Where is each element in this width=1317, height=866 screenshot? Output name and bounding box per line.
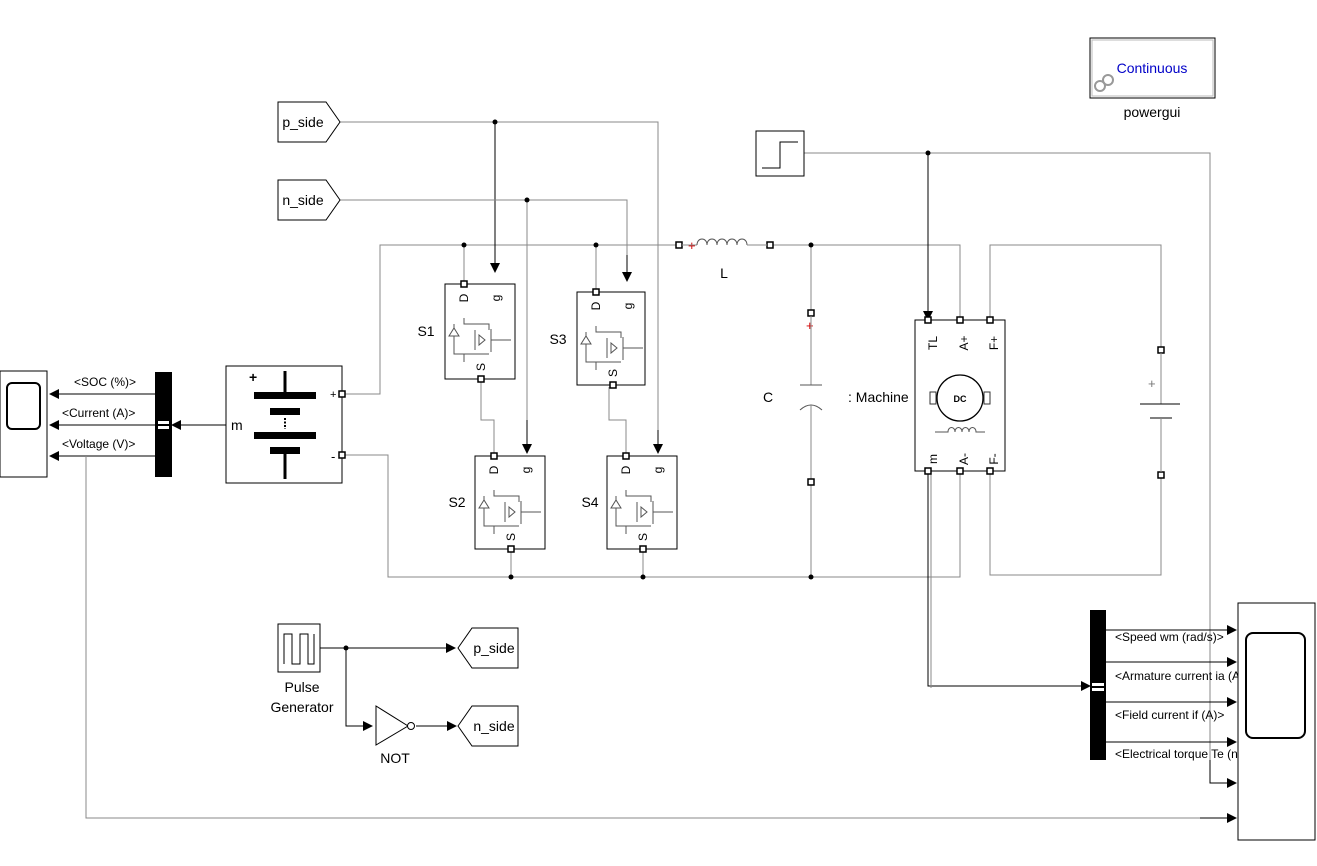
mosfet-icon [610,490,673,534]
switch-label-s3: S3 [549,331,566,347]
goto-tag-p-side-top[interactable]: p_side [277,101,341,143]
battery-minus-port-label: - [331,449,335,464]
inductor-l[interactable]: + L [675,238,774,281]
dc-machine-block[interactable]: TL A+ F+ m A- F- DC : Machine [848,316,1006,475]
capacitor-label: C [763,389,773,405]
drain-port-label: D [589,301,603,310]
switch-label-s1: S1 [417,323,434,339]
from-tag-label: p_side [473,640,514,656]
switch-label-s4: S4 [581,494,598,510]
powergui-mode-label: Continuous [1117,60,1188,76]
step-block[interactable] [755,130,805,177]
drain-port-label: D [619,465,633,474]
battery-scope[interactable] [0,370,48,478]
svg-text:DC: DC [954,394,967,404]
battery-bus-selector[interactable] [155,372,172,477]
signal-speed-label: <Speed wm (rad/s)> [1115,630,1224,644]
source-port-label: S [504,533,518,541]
svg-text:+: + [249,369,257,385]
gate-port-label: g [651,467,665,474]
signal-torque-label: <Electrical torque Te (n m)> [1115,747,1262,761]
mosfet-icon [448,318,511,362]
mosfet-icon [478,490,541,534]
goto-tag-n-side-top[interactable]: n_side [277,179,341,221]
not-gate-block[interactable]: NOT [375,705,415,766]
inductor-label: L [720,265,728,281]
svg-text:A-: A- [957,453,971,465]
mosfet-icon [580,326,643,370]
machine-bottom-port-labels: m A- F- [926,453,1001,465]
from-tag-n-side[interactable]: n_side [457,705,519,747]
machine-signal-labels: <Speed wm (rad/s)> <Armature current ia … [1115,630,1262,761]
power-wires [342,244,1162,578]
signal-wires [49,119,1237,823]
pulse-generator-block[interactable]: Pulse Generator [270,623,334,715]
dc-voltage-source[interactable]: + [1140,346,1180,479]
from-tag-label: n_side [473,718,514,734]
battery-plus-port-label: + [330,389,336,401]
svg-text:+: + [806,318,814,333]
pulse-generator-label-line2: Generator [270,699,333,715]
svg-text:A+: A+ [957,335,971,350]
gate-port-label: g [621,303,635,310]
machine-name: : Machine [848,389,909,405]
battery-icon: + [249,369,316,479]
drain-port-label: D [487,465,501,474]
gate-port-label: g [519,467,533,474]
signal-armature-current-label: <Armature current ia (A)> [1115,669,1251,683]
battery-m-port-label: m [231,417,243,433]
dc-source-plus-label: + [1148,376,1156,391]
svg-text:F-: F- [987,453,1001,464]
goto-tag-label: n_side [282,192,323,208]
signal-soc-label: <SOC (%)> [74,375,136,389]
capacitor-c[interactable]: + C [763,309,823,486]
gate-port-label: g [489,295,503,302]
link-icon [1094,74,1114,92]
dc-motor-icon: DC [929,374,991,433]
from-tag-p-side[interactable]: p_side [457,627,519,669]
svg-text:TL: TL [926,336,940,350]
signal-current-label: <Current (A)> [62,406,135,420]
machine-bus-selector[interactable] [1090,610,1106,760]
not-gate-label: NOT [380,750,410,766]
source-port-label: S [474,363,488,371]
drain-port-label: D [457,293,471,302]
signal-field-current-label: <Field current if (A)> [1115,708,1224,722]
goto-tag-label: p_side [282,114,323,130]
machine-scope[interactable] [1237,602,1316,841]
svg-text:F+: F+ [987,336,1001,350]
signal-voltage-label: <Voltage (V)> [62,437,135,451]
machine-top-port-labels: TL A+ F+ [926,335,1001,350]
battery-block[interactable]: + - m + [225,365,346,484]
source-port-label: S [636,533,650,541]
junction-dots [461,242,814,580]
svg-text:m: m [926,454,940,464]
battery-signal-labels: <SOC (%)> <Current (A)> <Voltage (V)> [62,375,136,451]
powergui-block[interactable]: Continuous powergui [1089,37,1216,120]
source-port-label: S [606,369,620,377]
switch-label-s2: S2 [448,494,465,510]
pulse-generator-label-line1: Pulse [284,679,319,695]
powergui-name: powergui [1124,104,1181,120]
